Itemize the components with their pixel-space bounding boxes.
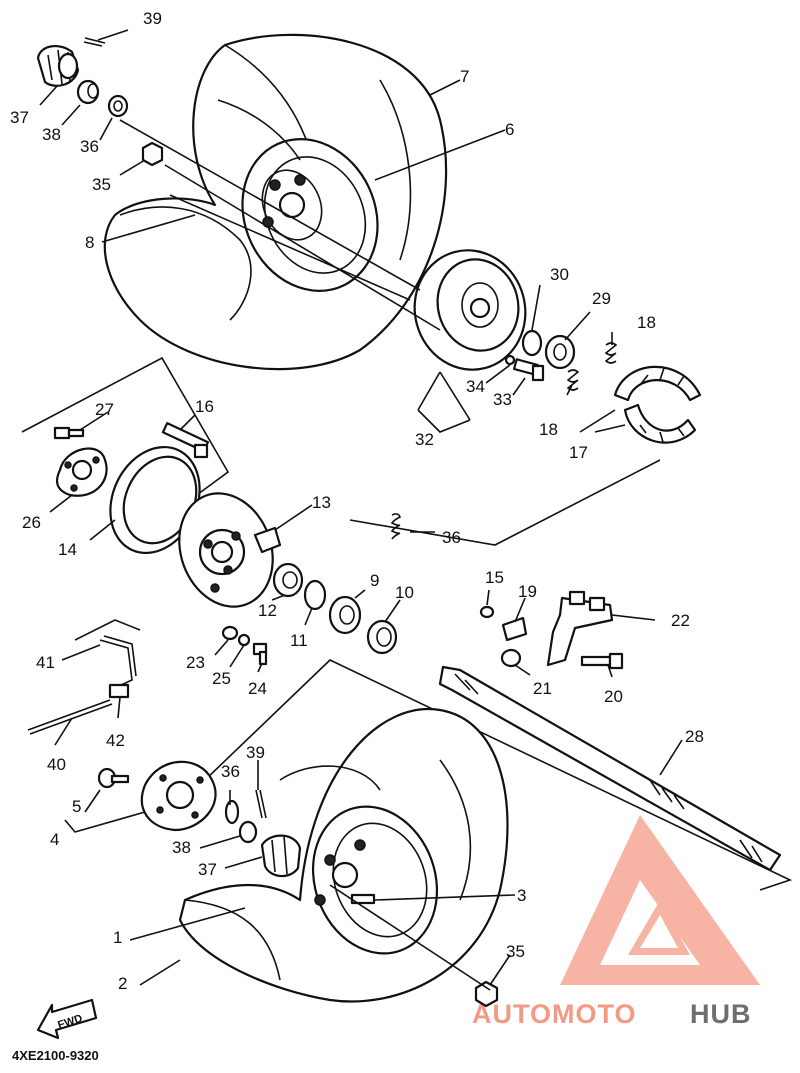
- watermark-logo: [560, 815, 760, 985]
- camshaft-16: [161, 422, 210, 459]
- callout-39-lower: 39: [246, 743, 265, 762]
- callout-14: 14: [58, 540, 77, 559]
- brake-plate-13: [178, 492, 282, 608]
- callout-36-lower: 36: [221, 762, 240, 781]
- callout-29: 28: [685, 727, 704, 746]
- callout-3: 3: [517, 886, 526, 905]
- bolt-20: [580, 652, 624, 670]
- watermark-text-dark: HUB: [690, 999, 752, 1029]
- callout-32: 32: [415, 430, 434, 449]
- stud-bolt-5: [97, 767, 130, 789]
- oil-seal-31: [521, 329, 543, 357]
- bearing-12: [272, 562, 304, 598]
- callout-40: 40: [47, 755, 66, 774]
- callout-26: 36: [442, 528, 461, 547]
- collar-38-upper: [76, 79, 100, 105]
- fwd-arrow-icon: [36, 998, 98, 1040]
- washer-23: [221, 625, 239, 641]
- callout-37-upper: 37: [10, 108, 29, 127]
- callout-35-lower: 35: [506, 942, 525, 961]
- bearing-30: [544, 334, 576, 370]
- callout-21: 21: [533, 679, 552, 698]
- diagram-code: 4XE2100-9320: [12, 1048, 99, 1063]
- callout-13: 13: [312, 493, 331, 512]
- callout-4: 4: [50, 830, 59, 849]
- brake-shoes-17: [613, 365, 702, 444]
- cotter-pin-39-lower: [255, 789, 267, 819]
- callout-15: 15: [485, 568, 504, 587]
- washer-36-upper: [107, 94, 129, 118]
- callout-19: 19: [518, 582, 537, 601]
- leader-lines: [39, 29, 683, 991]
- bolt-28: [53, 426, 85, 440]
- rim-upper: [241, 138, 379, 292]
- watermark-text-accent: AUTOMOTO: [472, 999, 637, 1029]
- callout-16: 16: [195, 397, 214, 416]
- callout-31: 30: [550, 265, 569, 284]
- seal-10: [366, 619, 398, 655]
- washer-34: [504, 354, 516, 366]
- callout-7: 7: [460, 67, 469, 86]
- callout-9: 9: [370, 571, 379, 590]
- spring-26: [390, 513, 402, 540]
- callout-1: 1: [113, 928, 122, 947]
- plate-27: [55, 447, 108, 497]
- bolt-33: [512, 358, 545, 382]
- brake-drum: [413, 249, 527, 371]
- clamp-42: [108, 683, 130, 699]
- cap-nut-37-upper: [36, 44, 80, 87]
- bracket-41: [99, 635, 137, 691]
- callout-28: 27: [95, 400, 114, 419]
- callout-38-upper: 38: [42, 125, 61, 144]
- callout-18-lower: 18: [539, 420, 558, 439]
- callout-10: 10: [395, 583, 414, 602]
- callout-20: 20: [604, 687, 623, 706]
- collar-11: [303, 579, 327, 611]
- callout-12: 12: [258, 601, 277, 620]
- nut-35-lower: [474, 980, 499, 1008]
- callout-42: 42: [106, 731, 125, 750]
- collar-38-lower: [238, 820, 258, 844]
- nut-35-upper: [141, 141, 164, 167]
- callout-41: 41: [36, 653, 55, 672]
- bolt-24: [252, 642, 268, 666]
- callout-18-upper: 18: [637, 313, 656, 332]
- callout-11: 11: [290, 631, 308, 650]
- callout-25: 25: [212, 669, 231, 688]
- callout-6: 6: [505, 120, 514, 139]
- callout-30: 29: [592, 289, 611, 308]
- spring-18-lower: [566, 369, 580, 391]
- axle-frame: [204, 659, 793, 891]
- cotter-pin-39-upper: [83, 37, 106, 47]
- bearing-9: [328, 595, 362, 635]
- callout-8: 8: [85, 233, 94, 252]
- cap-nut-37-lower: [260, 834, 302, 878]
- callout-35-upper: 35: [92, 175, 111, 194]
- callout-17: 17: [569, 443, 588, 462]
- callout-33: 33: [493, 390, 512, 409]
- callout-38-lower: 38: [172, 838, 191, 857]
- callout-5: 5: [72, 797, 81, 816]
- callout-27: 26: [22, 513, 41, 532]
- brake-lever-22: [546, 590, 614, 667]
- callout-34: 34: [466, 377, 485, 396]
- circlip-15: [479, 605, 495, 619]
- callout-24: 24: [248, 679, 267, 698]
- upper-wheel: [103, 33, 448, 371]
- lower-wheel: [178, 707, 509, 1003]
- washer-25: [237, 633, 251, 647]
- hub-4: [140, 760, 217, 832]
- nut-21: [500, 648, 522, 668]
- callout-36-upper: 36: [80, 137, 99, 156]
- washer-36-lower: [224, 799, 240, 825]
- callout-22: 22: [671, 611, 690, 630]
- brake-rod-40: [27, 699, 113, 735]
- callout-23: 23: [186, 653, 205, 672]
- callout-37-lower: 37: [198, 860, 217, 879]
- callout-2: 2: [118, 974, 127, 993]
- spring-18-upper: [604, 342, 618, 364]
- callout-39-upper: 39: [143, 9, 162, 28]
